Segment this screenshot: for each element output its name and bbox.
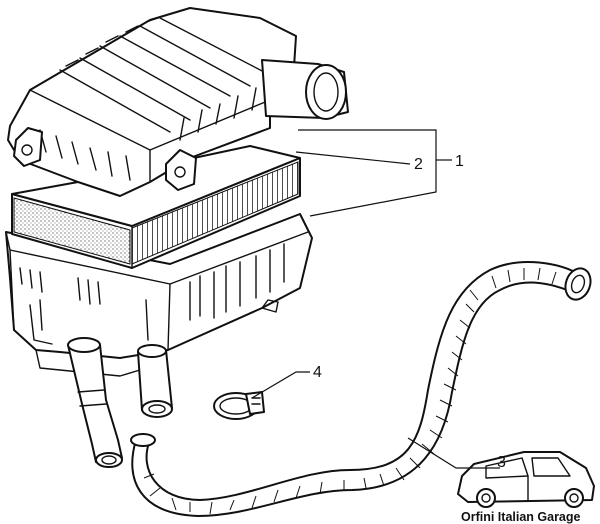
watermark-text: Orfini Italian Garage bbox=[461, 510, 581, 524]
housing-ribs bbox=[19, 243, 285, 341]
hose-clamp bbox=[213, 391, 265, 420]
cover-intake-snout bbox=[261, 59, 349, 120]
cover-ribs bbox=[59, 17, 269, 133]
vehicle-silhouette bbox=[457, 451, 595, 508]
cover-latch-right bbox=[165, 149, 197, 191]
housing-outlet-pipe-right bbox=[137, 344, 173, 418]
air-filter-element bbox=[11, 145, 301, 269]
intake-hose bbox=[130, 261, 592, 517]
callout-2: 2 bbox=[414, 156, 423, 173]
cover-latch-left bbox=[13, 127, 43, 167]
callout-1: 1 bbox=[455, 153, 464, 170]
callout-4: 4 bbox=[313, 364, 322, 381]
housing-outlet-pipe-left bbox=[67, 337, 123, 468]
air-box-upper-cover bbox=[7, 7, 297, 197]
leader-lines bbox=[251, 129, 500, 469]
callout-3: 3 bbox=[497, 454, 506, 471]
